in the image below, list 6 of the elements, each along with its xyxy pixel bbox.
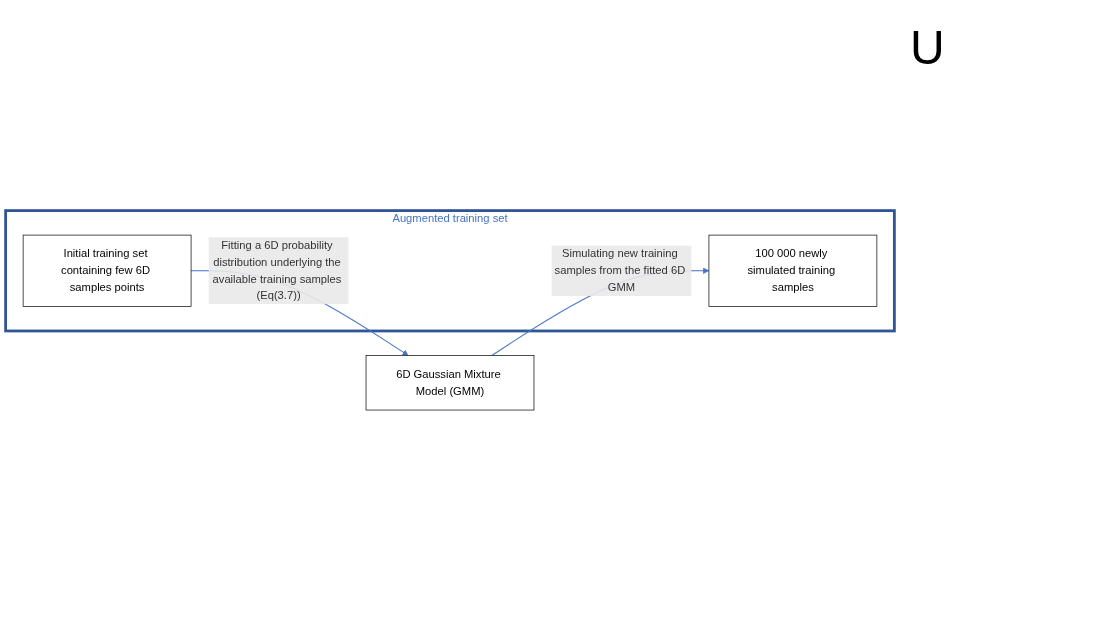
union-symbol: U: [910, 20, 945, 75]
node-box: 100 000 newly simulated training samples: [708, 234, 878, 307]
node-box: 6D Gaussian Mixture Model (GMM): [365, 355, 535, 411]
node-box: Initial training set containing few 6D samples points: [22, 234, 192, 307]
edge-label: Simulating new training samples from the fitted 6D GMM: [554, 247, 686, 294]
edge-label: Fitting a 6D probability distribution underlying the available training samples (Eq(3.7)): [212, 239, 342, 302]
